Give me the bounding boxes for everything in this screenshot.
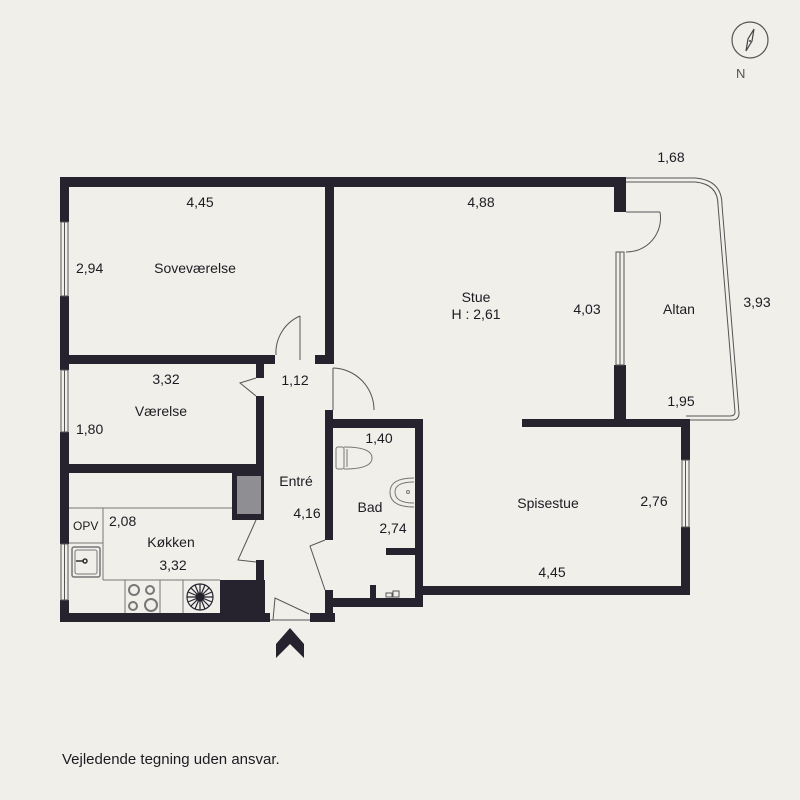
kitchen-counter [69, 507, 232, 613]
doors [237, 211, 662, 621]
disclaimer-text: Vejledende tegning uden ansvar. [62, 751, 280, 768]
stove-icon [128, 584, 158, 612]
entre-width: 1,12 [281, 372, 309, 388]
ventilation-fan-icon [186, 583, 214, 611]
walls [60, 177, 690, 622]
entrance-arrow-icon [276, 628, 304, 663]
koekken-name: Køkken [147, 534, 195, 550]
bad-name: Bad [357, 499, 383, 515]
altan-side-dimension: 3,93 [743, 294, 771, 310]
kitchen-opv-label: OPV [73, 519, 99, 533]
spisestue-depth: 2,76 [640, 493, 668, 509]
faucet-icon [385, 590, 400, 598]
washbasin-icon [389, 477, 415, 508]
stue-width: 4,88 [467, 194, 495, 210]
entre-name: Entré [279, 473, 313, 489]
stue-name: Stue [461, 289, 491, 305]
windows [60, 221, 690, 601]
compass-north-icon [731, 21, 769, 59]
compass-label: N [736, 66, 746, 81]
wall-top [60, 177, 626, 187]
sink-icon [71, 546, 101, 578]
bad-depth: 2,74 [379, 520, 407, 536]
toilet-icon [335, 446, 373, 470]
spisestue-name: Spisestue [517, 495, 579, 511]
entre-depth: 4,16 [293, 505, 321, 521]
vaerelse-name: Værelse [134, 403, 188, 419]
altan-name: Altan [663, 301, 695, 317]
altan-bottom-dimension: 1,95 [667, 393, 695, 409]
koekken-depth: 2,08 [109, 513, 137, 529]
sovevaerelse-name: Soveværelse [154, 260, 236, 276]
bad-width: 1,40 [365, 430, 393, 446]
spisestue-width: 4,45 [538, 564, 566, 580]
koekken-width: 3,32 [159, 557, 187, 573]
sovevaerelse-width: 4,45 [186, 194, 214, 210]
wall-left [60, 177, 69, 222]
vaerelse-width: 3,32 [152, 371, 180, 387]
wall-bottom-left [60, 613, 270, 622]
altan-top-dimension: 1,68 [657, 149, 685, 165]
sovevaerelse-depth: 2,94 [76, 260, 104, 276]
stue-depth: 4,03 [573, 301, 601, 317]
stue-ceiling-height: H : 2,61 [451, 306, 501, 322]
balcony-outline [625, 177, 740, 421]
vaerelse-depth: 1,80 [76, 421, 104, 437]
